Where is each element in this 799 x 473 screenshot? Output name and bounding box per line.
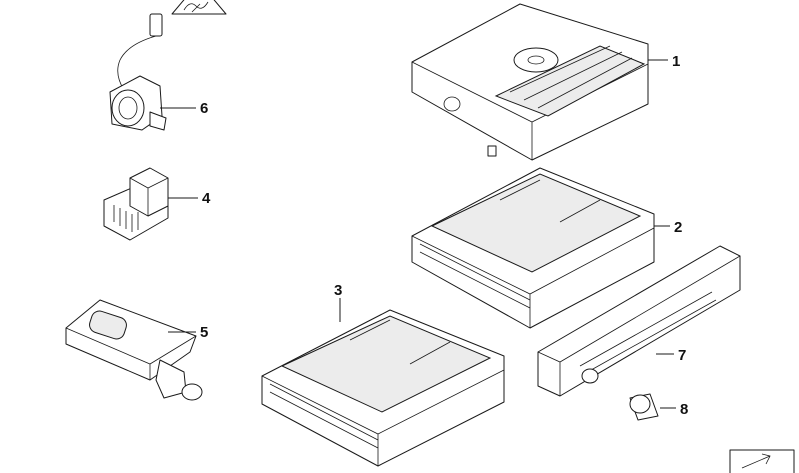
part-7-front-panel[interactable] [537, 245, 741, 397]
callout-5: 5 [200, 324, 208, 341]
callout-3: 3 [334, 282, 342, 299]
warning-triangle-icon [171, 0, 227, 15]
part-1-cd-drive[interactable] [411, 3, 668, 161]
part-4-relay[interactable] [103, 167, 198, 241]
part-5-control-module[interactable] [65, 299, 203, 401]
callout-7: 7 [678, 347, 686, 364]
part-8-rotary-knob[interactable] [629, 393, 676, 421]
callout-6: 6 [200, 100, 208, 117]
orientation-arrow-icon [729, 449, 795, 473]
part-3-navigation-unit[interactable] [261, 298, 505, 467]
part-6-connector[interactable] [109, 13, 196, 131]
callout-4: 4 [202, 190, 211, 207]
part-2-navigation-unit[interactable] [411, 167, 670, 329]
callout-1: 1 [672, 53, 680, 70]
callout-8: 8 [680, 401, 688, 418]
callout-2: 2 [674, 219, 682, 236]
